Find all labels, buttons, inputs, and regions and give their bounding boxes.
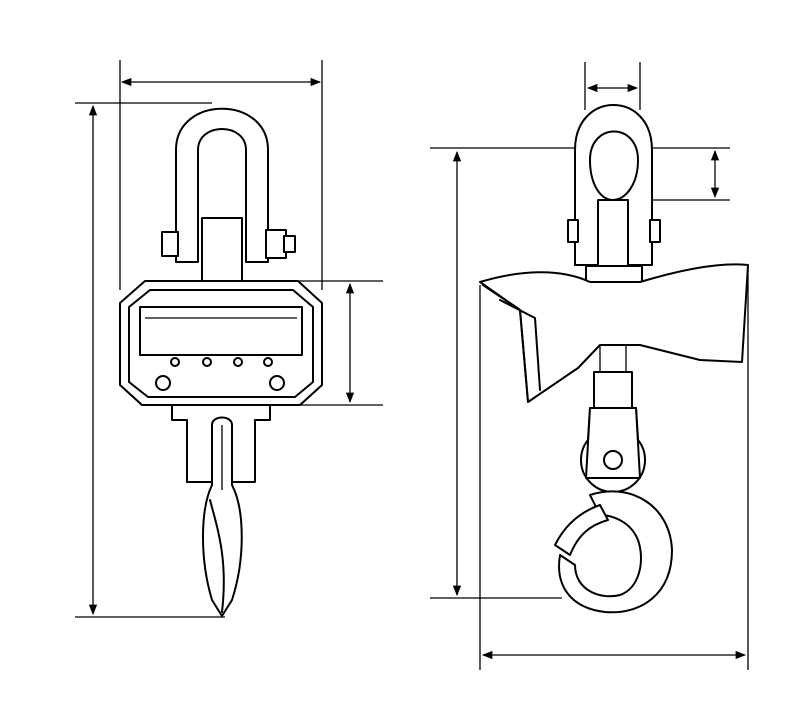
front-dimension-lines	[75, 60, 383, 618]
indicator-light	[170, 357, 180, 367]
display-screen	[139, 306, 303, 356]
side-shackle	[567, 104, 661, 283]
button	[155, 375, 171, 391]
side-view	[430, 62, 749, 670]
side-body	[479, 263, 749, 403]
indicator-light	[233, 357, 243, 367]
side-hook	[554, 371, 673, 614]
button	[269, 375, 285, 391]
front-display-body	[119, 280, 323, 406]
indicator-light	[263, 357, 273, 367]
front-shackle	[161, 107, 296, 283]
front-view	[75, 60, 383, 618]
front-hook	[171, 404, 271, 617]
indicator-light	[202, 357, 212, 367]
